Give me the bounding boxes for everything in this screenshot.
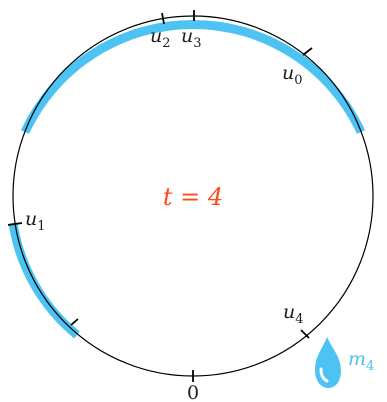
time-label: t = 4 xyxy=(163,183,223,211)
drop-label: m4 xyxy=(348,348,374,374)
highlight-arc-top xyxy=(20,19,366,134)
tick-u4 xyxy=(300,329,310,339)
point-label-u4: u4 xyxy=(283,301,304,327)
point-label-u2: u2 xyxy=(150,25,171,51)
tick-u0 xyxy=(302,47,313,56)
zero-label: 0 xyxy=(187,382,199,402)
tick-left-arc-end xyxy=(70,318,79,326)
tick-u2 xyxy=(161,12,165,25)
point-label-u1: u1 xyxy=(25,208,46,234)
point-label-u3: u3 xyxy=(181,25,202,51)
water-drop-icon xyxy=(315,337,341,388)
highlight-arc-left xyxy=(8,222,80,339)
point-label-u0: u0 xyxy=(282,62,303,88)
tick-u1 xyxy=(7,222,23,226)
